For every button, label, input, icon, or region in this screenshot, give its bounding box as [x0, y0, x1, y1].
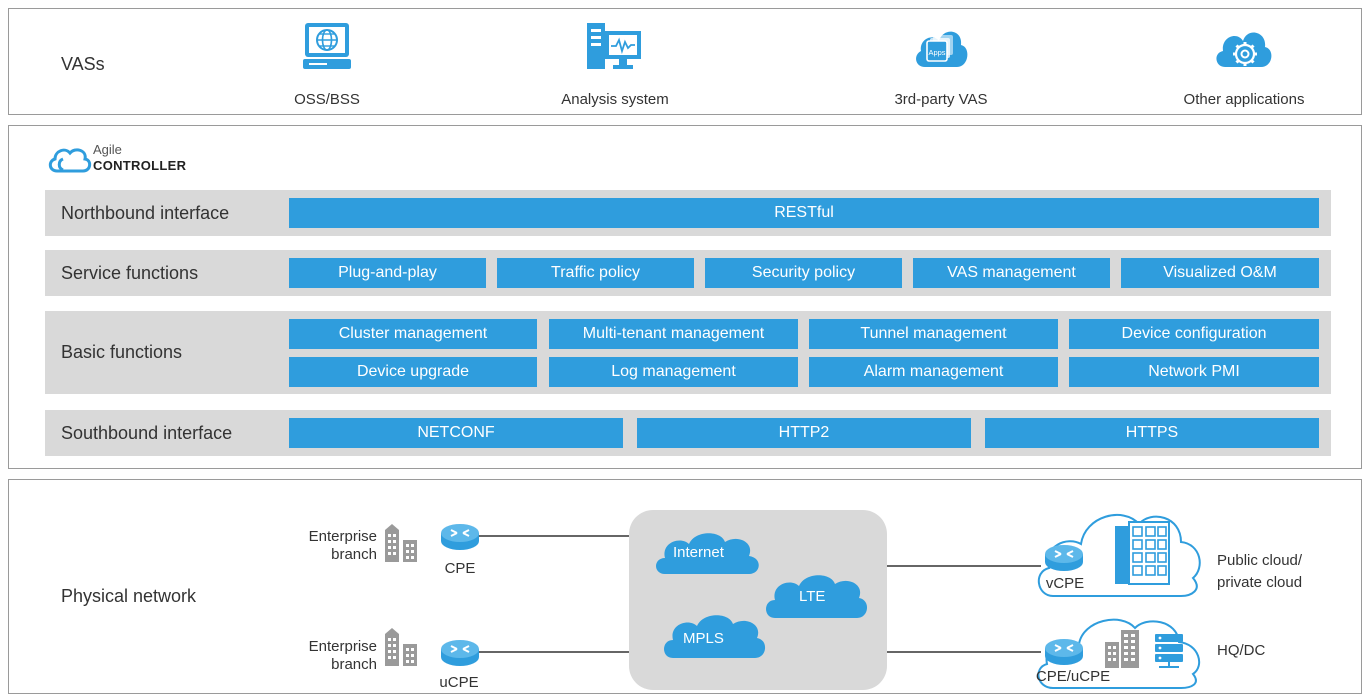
- device-label-cpe: CPE: [444, 560, 476, 577]
- cell-alarm-management: Alarm management: [809, 357, 1058, 387]
- cell-http2: HTTP2: [637, 418, 971, 448]
- branch-label-1: Enterprise branch: [281, 528, 377, 564]
- cell-tunnel-management: Tunnel management: [809, 319, 1058, 349]
- device-label-vcpe: vCPE: [1045, 575, 1085, 592]
- branch-label-2: Enterprise branch: [281, 638, 377, 674]
- cell-multi-tenant-management: Multi-tenant management: [549, 319, 798, 349]
- cell-device-upgrade: Device upgrade: [289, 357, 537, 387]
- server-stack-icon: [1155, 634, 1183, 668]
- row-basic-functions: Basic functions Cluster management Multi…: [45, 311, 1331, 394]
- cell-device-configuration: Device configuration: [1069, 319, 1319, 349]
- apps-badge-text: Apps: [928, 48, 945, 57]
- cell-log-management: Log management: [549, 357, 798, 387]
- building-icon: [385, 524, 417, 562]
- cell-visualized-om: Visualized O&M: [1121, 258, 1319, 288]
- cell-traffic-policy: Traffic policy: [497, 258, 694, 288]
- logo-text-top: Agile: [93, 142, 122, 157]
- row-label: Basic functions: [61, 342, 183, 362]
- row-southbound: Southbound interface NETCONF HTTP2 HTTPS: [45, 410, 1331, 456]
- apps-cloud-icon: Apps: [916, 31, 968, 67]
- vas-panel: VASs OSS/BSS Analysis system Apps 3rd-pa…: [8, 8, 1362, 115]
- router-icon: [441, 524, 479, 550]
- router-icon: [1045, 639, 1083, 665]
- branch-line2: branch: [331, 546, 377, 563]
- branch-line1: Enterprise: [308, 638, 377, 655]
- wan-label-internet: Internet: [673, 544, 724, 561]
- branch-line1: Enterprise: [308, 528, 377, 545]
- lte-cloud-icon: [766, 575, 868, 618]
- row-service-functions: Service functions Plug-and-play Traffic …: [45, 250, 1331, 296]
- row-label: Southbound interface: [61, 422, 233, 443]
- building-icon: [1105, 630, 1139, 668]
- controller-panel: Agile CONTROLLER Northbound interface RE…: [8, 125, 1362, 469]
- connection-lines: [479, 535, 1041, 653]
- hq-dc-label: HQ/DC: [1217, 642, 1266, 659]
- gear-cloud-icon: [1216, 32, 1272, 67]
- cell-network-pmi: Network PMI: [1069, 357, 1319, 387]
- wan-label-mpls: MPLS: [683, 630, 724, 647]
- cell-vas-management: VAS management: [913, 258, 1110, 288]
- logo-text-bottom: CONTROLLER: [93, 158, 187, 173]
- row-northbound: Northbound interface RESTful: [45, 190, 1331, 236]
- physical-network-panel: Physical network Enterprise branch CPE E…: [8, 479, 1362, 694]
- device-label-ucpe: uCPE: [439, 674, 479, 691]
- branch-line2: branch: [331, 656, 377, 673]
- internet-cloud-icon: [656, 533, 759, 574]
- server-rack-icon: [1115, 521, 1170, 585]
- cell-restful: RESTful: [289, 198, 1319, 228]
- row-label: Service functions: [61, 262, 199, 283]
- building-icon: [385, 628, 417, 666]
- vas-item-label: 3rd-party VAS: [894, 91, 988, 108]
- vas-title: VASs: [61, 54, 105, 74]
- wan-label-lte: LTE: [799, 588, 826, 605]
- physical-network-title: Physical network: [61, 586, 197, 606]
- row-label: Northbound interface: [61, 202, 230, 223]
- cell-plug-and-play: Plug-and-play: [289, 258, 486, 288]
- router-icon: [441, 640, 479, 666]
- cell-security-policy: Security policy: [705, 258, 902, 288]
- mpls-cloud-icon: [664, 615, 766, 658]
- cell-cluster-management: Cluster management: [289, 319, 537, 349]
- computer-globe-icon: [303, 23, 351, 69]
- agile-controller-logo: [48, 148, 92, 173]
- vas-item-label: Other applications: [1183, 91, 1305, 108]
- cloud1-line1: Public cloud/: [1217, 552, 1303, 569]
- vas-item-label: Analysis system: [561, 91, 669, 108]
- cell-https: HTTPS: [985, 418, 1319, 448]
- server-monitor-icon: [587, 23, 641, 69]
- device-label-cpe-ucpe: CPE/uCPE: [1035, 668, 1111, 685]
- cloud1-label: Public cloud/ private cloud: [1217, 550, 1302, 594]
- cell-netconf: NETCONF: [289, 418, 623, 448]
- vas-item-label: OSS/BSS: [294, 91, 360, 108]
- router-icon: [1045, 545, 1083, 571]
- cloud1-line2: private cloud: [1217, 574, 1303, 591]
